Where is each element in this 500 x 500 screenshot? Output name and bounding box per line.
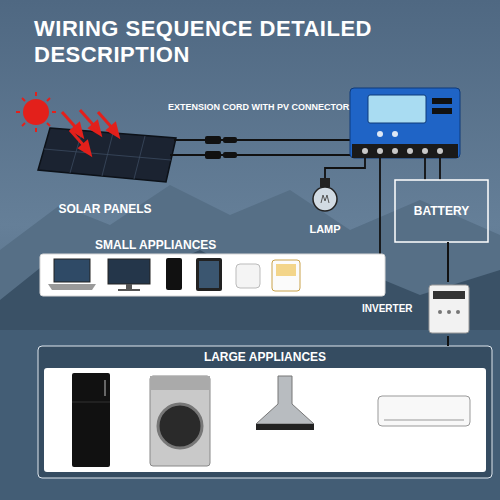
large-appliances-icons xyxy=(38,346,492,478)
diagram-title: WIRING SEQUENCE DETAILED DESCRIPTION xyxy=(34,16,424,68)
power-cable xyxy=(447,242,449,282)
pv-cable xyxy=(170,140,350,155)
node-text: INVERTER xyxy=(362,303,413,315)
node-text: SMALL APPLIANCES xyxy=(95,238,216,252)
small-appliances-band: SMALL APPLIANCES xyxy=(40,236,390,298)
cable-label: EXTENSION CORD WITH PV CONNECTOR xyxy=(168,102,349,112)
panel-label: SOLAR PANELS xyxy=(40,198,170,220)
pv-connector xyxy=(205,136,237,159)
node-text: LARGE APPLIANCES xyxy=(204,350,326,364)
charge-controller xyxy=(350,88,460,158)
large-appliances-band: LARGE APPLIANCES xyxy=(38,346,492,478)
inverter-node: INVERTER xyxy=(360,282,475,336)
sun-icon xyxy=(16,92,56,132)
battery-box: BATTERY xyxy=(395,180,488,242)
node-text: LAMP xyxy=(309,223,340,236)
power-cable xyxy=(447,336,449,346)
node-text: BATTERY xyxy=(414,204,469,218)
lamp-icon xyxy=(313,178,337,211)
inverter-icon xyxy=(429,285,469,333)
lamp-node: LAMP xyxy=(300,172,350,238)
small-appliances-icons xyxy=(40,254,385,296)
node-text: SOLAR PANELS xyxy=(58,202,151,216)
solar-panel-icon xyxy=(38,110,176,182)
battery-outline xyxy=(395,180,488,242)
